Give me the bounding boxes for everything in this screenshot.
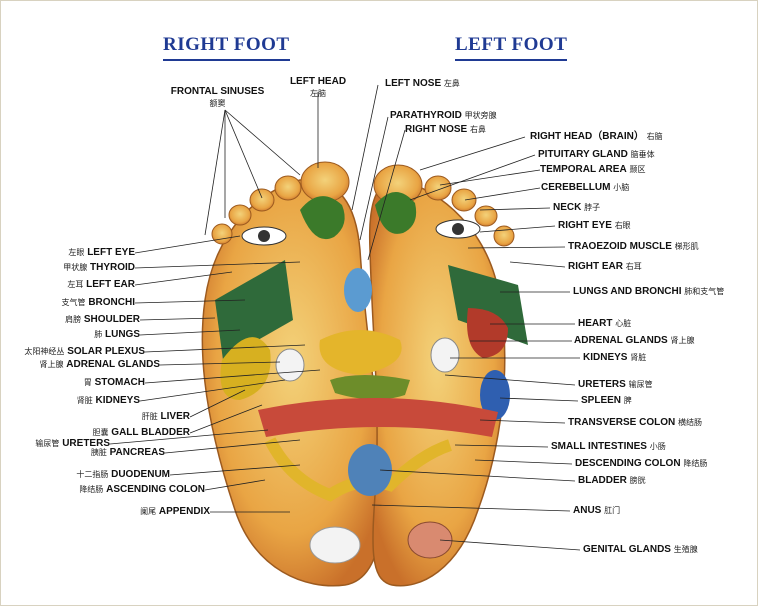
right-foot-title: RIGHT FOOT <box>163 34 290 61</box>
label-small-intestines: SMALL INTESTINES 小肠 <box>551 441 666 452</box>
label-ascending-colon: 降结肠 ASCENDING COLON <box>79 484 205 495</box>
label-heart: HEART 心脏 <box>578 318 632 329</box>
label-shoulder: 肩膀 SHOULDER <box>65 314 140 325</box>
label-transverse-colon: TRANSVERSE COLON 横结肠 <box>568 417 703 428</box>
label-left-nose: LEFT NOSE 左鼻 <box>385 78 460 89</box>
label-stomach: 胃 STOMACH <box>83 377 145 388</box>
label-left-eye: 左眼 LEFT EYE <box>68 247 135 258</box>
label-parathyroid: PARATHYROID 甲状旁腺 <box>390 110 497 121</box>
label-right-nose: RIGHT NOSE 右鼻 <box>405 124 487 135</box>
label-bladder: BLADDER 膀胱 <box>578 475 646 486</box>
label-left-ear: 左耳 LEFT EAR <box>67 279 135 290</box>
label-neck: NECK 脖子 <box>553 202 601 213</box>
label-spleen: SPLEEN 脾 <box>581 395 632 406</box>
label-pancreas: 胰脏 PANCREAS <box>90 447 165 458</box>
label-trapezoid-muscle: TRAOEZOID MUSCLE 梯形肌 <box>568 241 699 252</box>
label-solar-plexus: 太阳神经丛 SOLAR PLEXUS <box>24 346 145 357</box>
label-adrenal-glands-right: ADRENAL GLANDS 肾上腺 <box>574 335 695 346</box>
label-duodenum: 十二指肠 DUODENUM <box>76 469 170 480</box>
label-right-eye: RIGHT EYE 右眼 <box>558 220 631 231</box>
left-foot-title: LEFT FOOT <box>455 34 568 61</box>
label-lungs: 肺 LUNGS <box>94 329 140 340</box>
label-liver: 肝脏 LIVER <box>141 411 190 422</box>
label-right-head: RIGHT HEAD（BRAIN） 右脑 <box>530 131 663 142</box>
organ-shapes <box>215 191 528 564</box>
label-ureters-left: 输尿管 URETERS <box>35 438 110 449</box>
label-anus: ANUS 肛门 <box>573 505 621 516</box>
label-appendix: 阑尾 APPENDIX <box>140 506 210 517</box>
label-adrenal-glands-left: 肾上腺 ADRENAL GLANDS <box>39 359 161 370</box>
label-right-ear: RIGHT EAR 右耳 <box>568 261 642 272</box>
label-kidneys-right: KIDNEYS 肾脏 <box>583 352 647 363</box>
label-thyroid: 甲状腺 THYROID <box>63 262 135 273</box>
label-pituitary-gland: PITUITARY GLAND 脑垂体 <box>538 149 655 160</box>
label-cerebellum: CEREBELLUM 小脑 <box>541 182 630 193</box>
label-descending-colon: DESCENDING COLON 降结肠 <box>575 458 708 469</box>
label-lungs-and-bronchi: LUNGS AND BRONCHI 肺和支气管 <box>573 286 725 297</box>
leader-lines <box>109 84 581 551</box>
label-genital-glands: GENITAL GLANDS 生殖腺 <box>583 544 698 555</box>
label-kidneys-left: 肾脏 KIDNEYS <box>76 395 140 406</box>
label-temporal-area: TEMPORAL AREA 颞区 <box>540 164 646 175</box>
label-gall-bladder: 胆囊 GALL BLADDER <box>92 427 190 438</box>
label-ureters-right: URETERS 输尿管 <box>578 379 653 390</box>
label-bronchi: 支气管 BRONCHI <box>61 297 135 308</box>
